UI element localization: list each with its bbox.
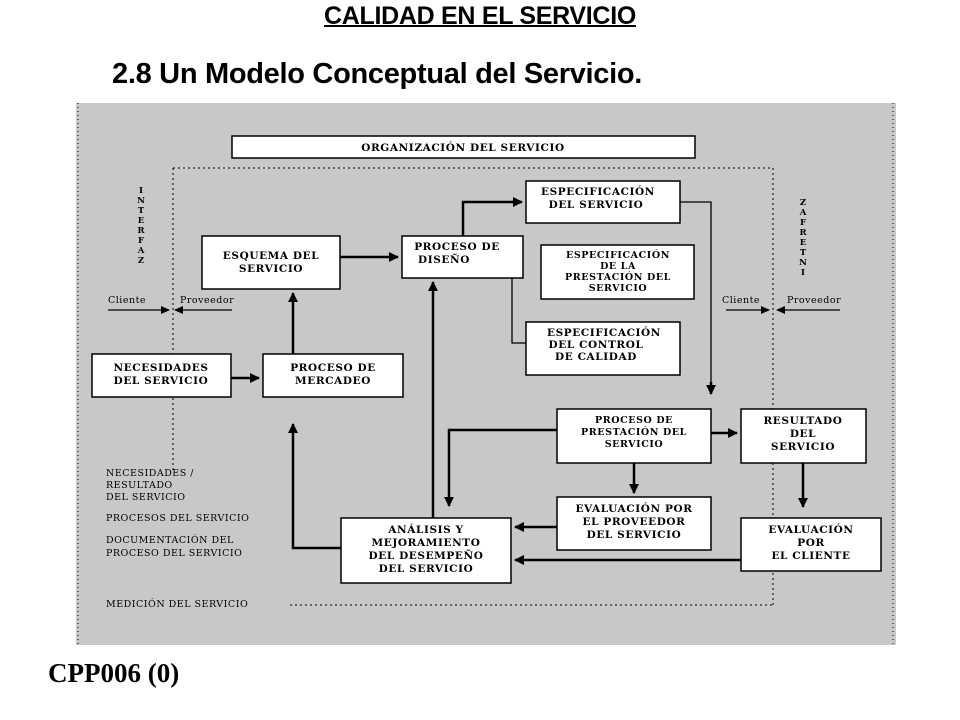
organization-box: ORGANIZACIÓN DEL SERVICIO xyxy=(231,135,696,159)
page-header-title: CALIDAD EN EL SERVICIO xyxy=(324,2,636,30)
section-title: 2.8 Un Modelo Conceptual del Servicio. xyxy=(112,58,643,90)
spec-connectors xyxy=(511,201,712,389)
flow-arrows xyxy=(231,197,808,565)
organization-label: ORGANIZACIÓN DEL SERVICIO xyxy=(361,140,565,154)
legend-procesos: PROCESOS DEL SERVICIO xyxy=(106,513,249,524)
left-cliente-label: Cliente xyxy=(108,295,146,306)
left-proveedor-label: Proveedor xyxy=(180,295,234,306)
legend-medicion: MEDICIÓN DEL SERVICIO xyxy=(106,598,248,610)
right-cliente-label: Cliente xyxy=(722,295,760,306)
right-proveedor-label: Proveedor xyxy=(787,295,841,306)
footer-code: CPP006 (0) xyxy=(48,658,180,688)
